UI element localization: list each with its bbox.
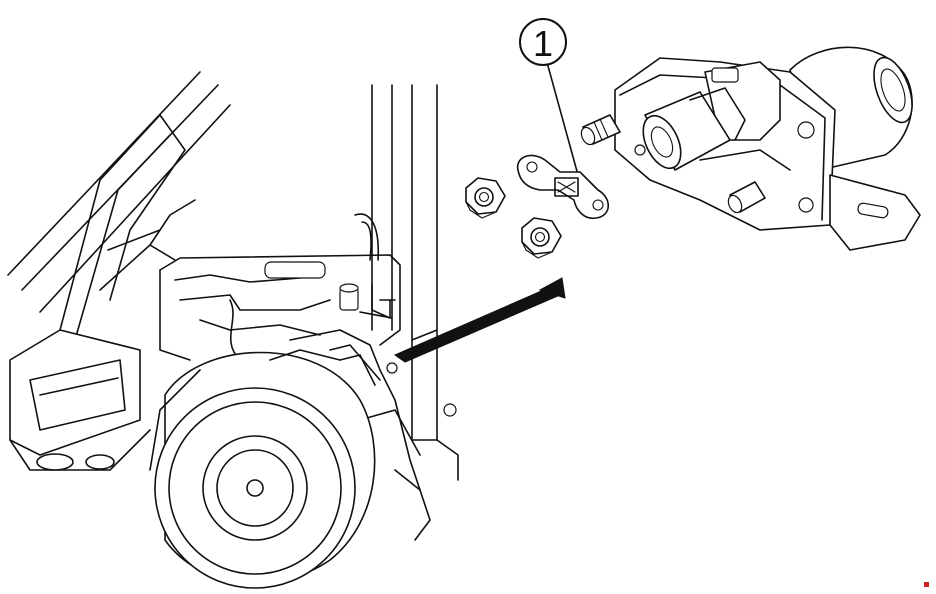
- open-hood: [7, 71, 231, 341]
- relay-solenoid-icon: [580, 46, 921, 251]
- front-wheel: [149, 349, 376, 589]
- vehicle-front-illustration-icon: [7, 71, 566, 589]
- callout-1: 1: [519, 18, 579, 176]
- hex-nut-icon: [521, 217, 562, 259]
- callout-label: 1: [533, 23, 553, 64]
- corner-marker: [924, 582, 929, 587]
- headlight-bumper: [9, 329, 151, 471]
- hex-nut-icon: [465, 177, 506, 219]
- fusible-link-icon: [516, 154, 610, 220]
- engine-bay: [159, 213, 431, 541]
- pointer-arrow-icon: [393, 284, 561, 363]
- pointer-arrowhead: [538, 277, 566, 299]
- door-frame: [371, 84, 459, 481]
